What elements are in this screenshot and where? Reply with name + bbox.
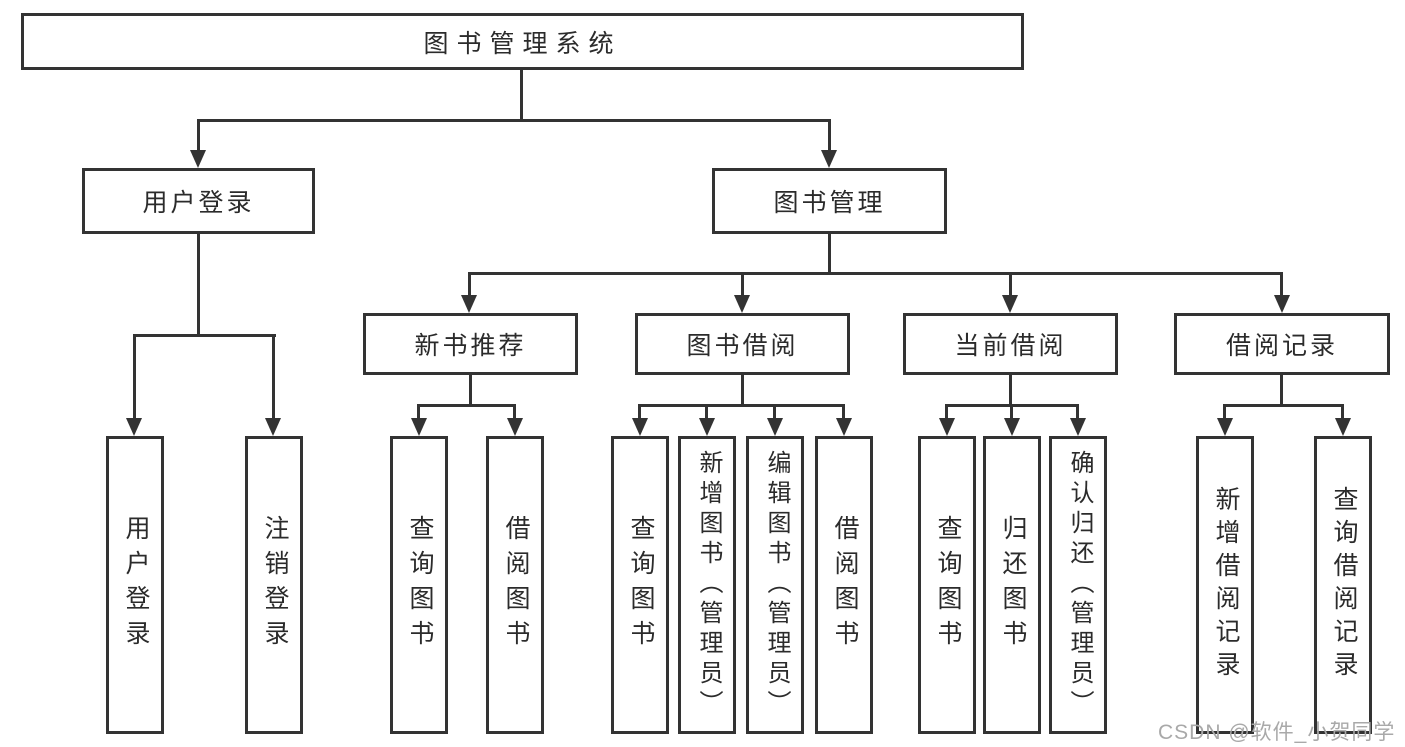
connector-arrow-borrow-query-shaft bbox=[638, 404, 641, 420]
leaf-newrec-query-book: 查询图书 bbox=[390, 436, 448, 734]
connector-borrow-records-split bbox=[1223, 404, 1344, 407]
connector-book-management-split bbox=[468, 272, 1282, 275]
arrowhead-borrow-query-book bbox=[632, 418, 648, 436]
node-borrow-records: 借阅记录 bbox=[1174, 313, 1390, 375]
leaf-newrec-borrow-book-label: 借阅图书 bbox=[502, 515, 530, 655]
csdn-watermark: CSDN @软件_小贺同学 bbox=[1158, 721, 1396, 744]
connector-arrow-current-query-shaft bbox=[945, 404, 948, 420]
arrowhead-borrow-borrow-book bbox=[836, 418, 852, 436]
leaf-records-add-record-label: 新增借阅记录 bbox=[1212, 486, 1240, 684]
connector-arrow-borrow-records-shaft bbox=[1280, 272, 1283, 297]
connector-arrow-newrec-borrow-shaft bbox=[513, 404, 516, 420]
arrowhead-records-query-record bbox=[1335, 418, 1351, 436]
node-new-book-recommend-label: 新书推荐 bbox=[414, 332, 527, 360]
node-book-management: 图书管理 bbox=[712, 168, 947, 234]
connector-arrow-book-borrow-shaft bbox=[741, 272, 744, 297]
arrowhead-user-login bbox=[190, 150, 206, 168]
connector-arrow-current-confirm-shaft bbox=[1076, 404, 1079, 420]
arrowhead-records-add-record bbox=[1217, 418, 1233, 436]
connector-arrow-records-add-shaft bbox=[1223, 404, 1226, 420]
leaf-current-confirm-return-admin: 确认归还（管理员） bbox=[1049, 436, 1107, 734]
leaf-current-return-book-label: 归还图书 bbox=[999, 515, 1027, 655]
connector-root-split bbox=[197, 119, 831, 122]
connector-arrow-user-login-shaft bbox=[197, 119, 200, 152]
arrowhead-borrow-records bbox=[1274, 295, 1290, 313]
arrowhead-borrow-add-book bbox=[699, 418, 715, 436]
leaf-current-return-book: 归还图书 bbox=[983, 436, 1041, 734]
connector-arrow-leaf-user-login-shaft bbox=[133, 334, 136, 420]
arrowhead-book-management bbox=[821, 150, 837, 168]
leaf-borrow-edit-book-admin-label: 编辑图书（管理员） bbox=[763, 450, 790, 720]
leaf-borrow-borrow-book: 借阅图书 bbox=[815, 436, 873, 734]
node-library-management-system: 图书管理系统 bbox=[21, 13, 1024, 70]
leaf-current-confirm-return-admin-label: 确认归还（管理员） bbox=[1066, 450, 1093, 720]
leaf-records-query-record-label: 查询借阅记录 bbox=[1330, 486, 1358, 684]
arrowhead-new-book-recommend bbox=[461, 295, 477, 313]
arrowhead-newrec-query-book bbox=[411, 418, 427, 436]
arrowhead-current-borrow bbox=[1002, 295, 1018, 313]
node-library-management-system-label: 图书管理系统 bbox=[423, 29, 622, 58]
node-book-borrow: 图书借阅 bbox=[635, 313, 850, 375]
connector-arrow-records-query-shaft bbox=[1341, 404, 1344, 420]
arrowhead-leaf-user-login bbox=[126, 418, 142, 436]
connector-arrow-current-return-shaft bbox=[1010, 404, 1013, 420]
arrowhead-borrow-edit-book bbox=[767, 418, 783, 436]
connector-arrow-leaf-logout-shaft bbox=[272, 334, 275, 420]
leaf-current-query-book-label: 查询图书 bbox=[934, 515, 962, 655]
connector-new-book-split bbox=[417, 404, 516, 407]
connector-arrow-borrow-add-shaft bbox=[705, 404, 708, 420]
connector-arrow-borrow-borrow-shaft bbox=[842, 404, 845, 420]
leaf-newrec-borrow-book: 借阅图书 bbox=[486, 436, 544, 734]
leaf-borrow-query-book-label: 查询图书 bbox=[627, 515, 655, 655]
connector-new-book-stem bbox=[469, 373, 472, 407]
leaf-borrow-edit-book-admin: 编辑图书（管理员） bbox=[746, 436, 804, 734]
connector-user-login-stem bbox=[197, 232, 200, 337]
leaf-borrow-query-book: 查询图书 bbox=[611, 436, 669, 734]
connector-book-management-stem bbox=[828, 232, 831, 275]
leaf-user-login: 用户登录 bbox=[106, 436, 164, 734]
connector-arrow-borrow-edit-shaft bbox=[773, 404, 776, 420]
node-current-borrow-label: 当前借阅 bbox=[954, 332, 1067, 360]
connector-book-borrow-stem bbox=[741, 373, 744, 407]
arrowhead-current-confirm-return bbox=[1070, 418, 1086, 436]
node-new-book-recommend: 新书推荐 bbox=[363, 313, 578, 375]
arrowhead-current-return-book bbox=[1004, 418, 1020, 436]
leaf-records-add-record: 新增借阅记录 bbox=[1196, 436, 1254, 734]
leaf-borrow-borrow-book-label: 借阅图书 bbox=[831, 515, 859, 655]
connector-arrow-new-book-shaft bbox=[468, 272, 471, 297]
node-book-management-label: 图书管理 bbox=[773, 189, 886, 217]
connector-book-borrow-split bbox=[638, 404, 845, 407]
node-book-borrow-label: 图书借阅 bbox=[686, 332, 799, 360]
leaf-borrow-add-book-admin: 新增图书（管理员） bbox=[678, 436, 736, 734]
node-current-borrow: 当前借阅 bbox=[903, 313, 1118, 375]
leaf-records-query-record: 查询借阅记录 bbox=[1314, 436, 1372, 734]
leaf-logout: 注销登录 bbox=[245, 436, 303, 734]
connector-arrow-newrec-query-shaft bbox=[417, 404, 420, 420]
arrowhead-book-borrow bbox=[734, 295, 750, 313]
arrowhead-leaf-logout bbox=[265, 418, 281, 436]
connector-arrow-book-management-shaft bbox=[828, 119, 831, 152]
leaf-borrow-add-book-admin-label: 新增图书（管理员） bbox=[695, 450, 722, 720]
leaf-user-login-label: 用户登录 bbox=[122, 515, 150, 655]
connector-arrow-current-borrow-shaft bbox=[1009, 272, 1012, 297]
connector-user-login-split bbox=[133, 334, 276, 337]
node-borrow-records-label: 借阅记录 bbox=[1225, 332, 1338, 360]
leaf-current-query-book: 查询图书 bbox=[918, 436, 976, 734]
arrowhead-current-query-book bbox=[939, 418, 955, 436]
leaf-logout-label: 注销登录 bbox=[261, 515, 289, 655]
connector-root-stem bbox=[520, 68, 523, 120]
leaf-newrec-query-book-label: 查询图书 bbox=[406, 515, 434, 655]
node-user-login-label: 用户登录 bbox=[142, 189, 255, 217]
arrowhead-newrec-borrow-book bbox=[507, 418, 523, 436]
connector-borrow-records-stem bbox=[1280, 373, 1283, 407]
node-user-login: 用户登录 bbox=[82, 168, 315, 234]
connector-current-borrow-stem bbox=[1009, 373, 1012, 407]
